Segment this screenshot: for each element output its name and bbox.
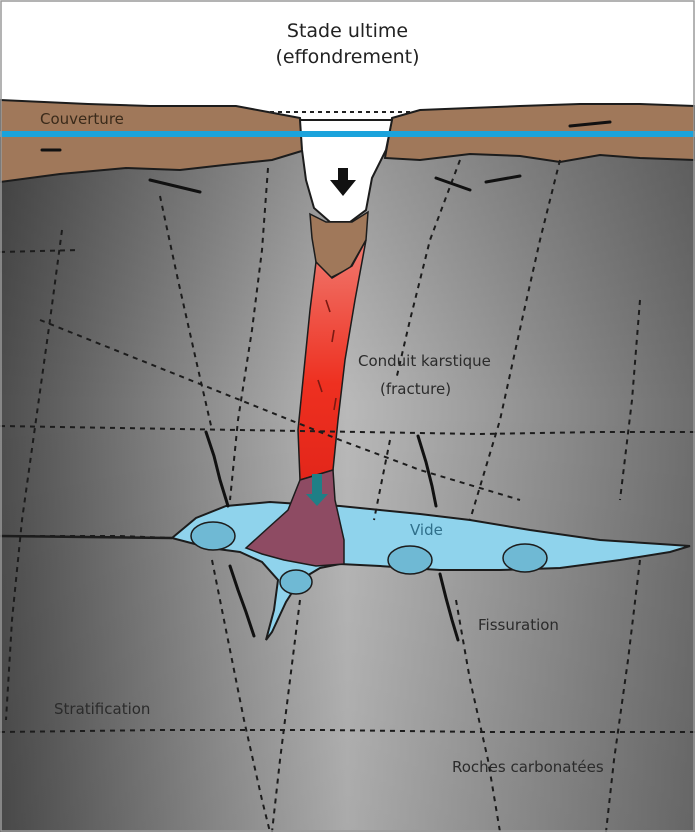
label-vide: Vide bbox=[410, 521, 443, 540]
title-line-2: (effondrement) bbox=[0, 46, 695, 70]
label-fissuration: Fissuration bbox=[478, 616, 559, 635]
label-conduit-line-2: (fracture) bbox=[380, 380, 451, 399]
label-couverture: Couverture bbox=[40, 110, 124, 129]
label-conduit-line-1: Conduit karstique bbox=[358, 352, 491, 371]
label-stratification: Stratification bbox=[54, 700, 150, 719]
title-line-1: Stade ultime bbox=[0, 20, 695, 44]
label-roches-carbonatees: Roches carbonatées bbox=[452, 758, 604, 777]
